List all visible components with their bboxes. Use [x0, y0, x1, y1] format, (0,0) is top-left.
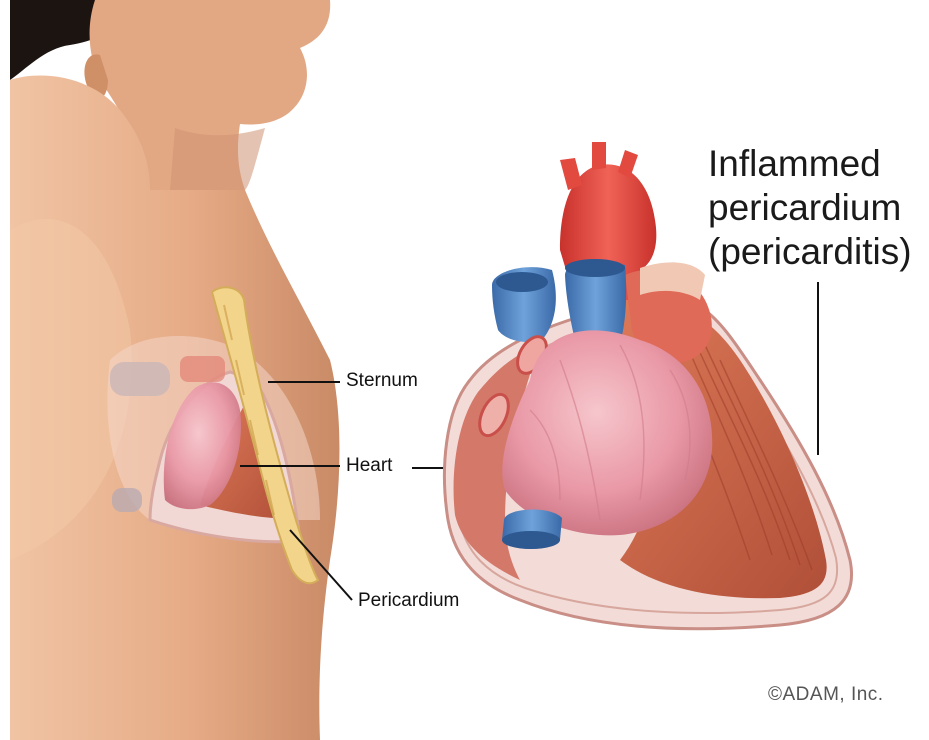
inflamed-line-1: Inflammed — [708, 142, 912, 186]
sternum-label: Sternum — [346, 370, 418, 392]
torso-figure — [10, 0, 339, 740]
vessel-small-1 — [110, 362, 170, 396]
inflamed-line-3: (pericarditis) — [708, 230, 912, 274]
heart-label: Heart — [346, 455, 392, 477]
vessel-small-2 — [180, 356, 225, 382]
pulmonary-vein-opening — [496, 272, 548, 292]
inflamed-pericardium-label: Inflammed pericardium (pericarditis) — [708, 142, 912, 274]
copyright-text: ©ADAM, Inc. — [768, 684, 884, 706]
ivc-opening — [502, 531, 560, 549]
vena-cava-opening — [565, 259, 625, 277]
inflamed-line-2: pericardium — [708, 186, 912, 230]
chin-shadow — [170, 128, 265, 190]
pericardium-label: Pericardium — [358, 590, 459, 612]
vessel-small-3 — [112, 488, 142, 512]
